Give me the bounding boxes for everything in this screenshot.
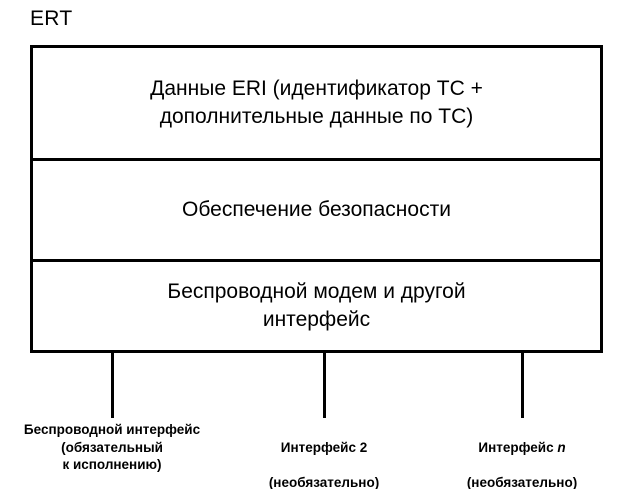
diagram-title-ert: ERT [30, 7, 73, 30]
connector-line-interface-n [521, 353, 524, 418]
caption-interface-n-prefix: Интерфейс [478, 439, 558, 455]
caption-interface-n-line2: (необязательно) [466, 474, 578, 489]
layer-eri-data-label: Данные ERI (идентификатор ТС + дополните… [150, 77, 483, 128]
layer-security: Обеспечение безопасности [33, 158, 600, 259]
ert-layer-stack: Данные ERI (идентификатор ТС + дополните… [30, 45, 603, 353]
caption-interface-2: Интерфейс 2 (необязательно) [224, 421, 424, 489]
layer-wireless-modem: Беспроводной модем и другой интерфейс [33, 259, 600, 350]
connector-line-interface-2 [323, 353, 326, 418]
caption-interface-n-variable: n [557, 439, 566, 455]
connector-line-wireless-interface [111, 353, 114, 418]
layer-wireless-modem-label: Беспроводной модем и другой интерфейс [167, 280, 466, 331]
caption-wireless-interface: Беспроводной интерфейс (обязательный к и… [23, 422, 201, 472]
layer-security-label: Обеспечение безопасности [182, 198, 451, 221]
caption-interface-n: Интерфейс n (необязательно) [424, 421, 620, 489]
caption-interface-2-line2: (необязательно) [268, 474, 380, 489]
caption-interface-n-line1: Интерфейс n [424, 439, 620, 457]
caption-interface-2-line1: Интерфейс 2 [280, 439, 368, 455]
layer-eri-data: Данные ERI (идентификатор ТС + дополните… [33, 48, 600, 158]
